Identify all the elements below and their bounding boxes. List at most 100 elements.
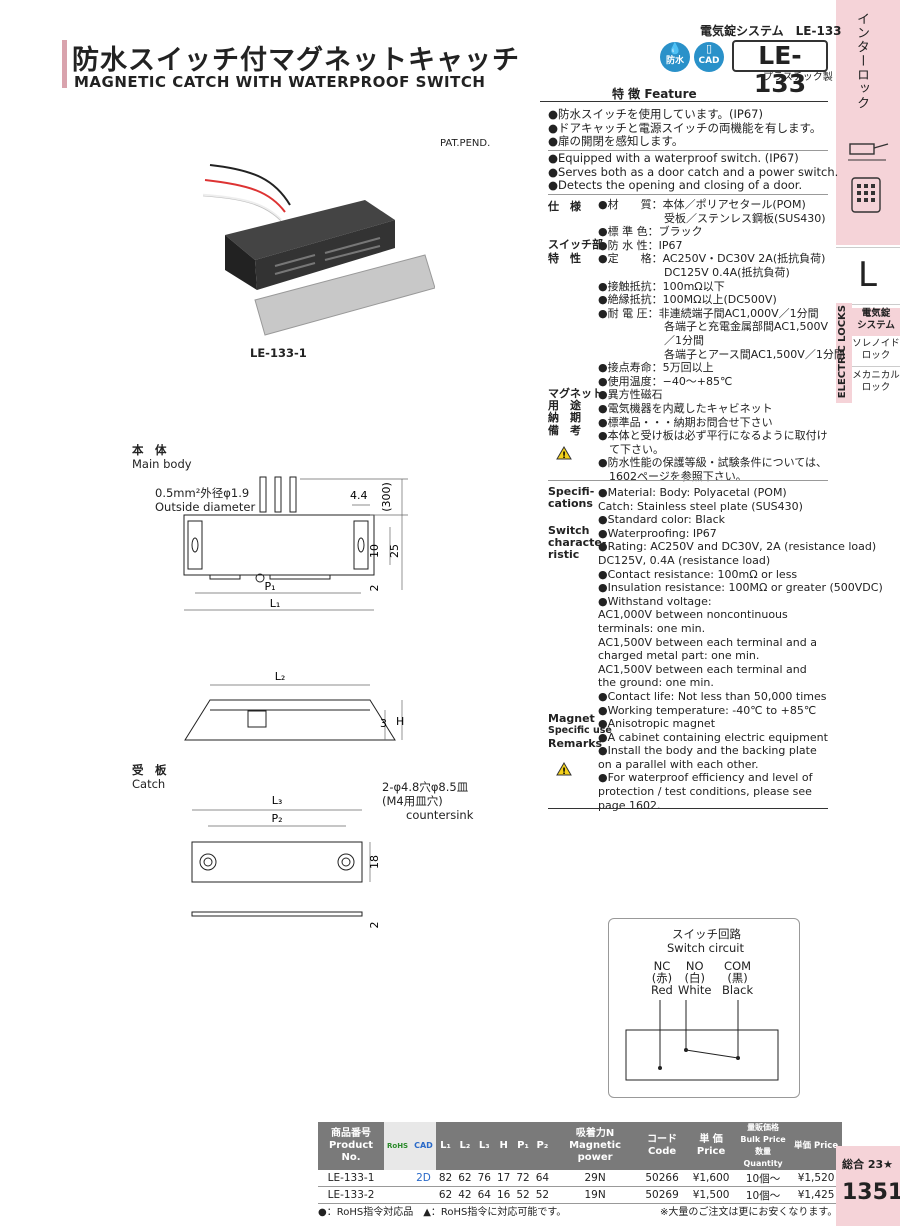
dim-L3: L₃ (272, 794, 283, 807)
table-cell: ¥1,520 (790, 1170, 843, 1187)
feature-rule (540, 101, 828, 102)
table-cell: ¥1,500 (686, 1186, 737, 1204)
switch-circuit-diagram (625, 1000, 779, 1081)
spec-jp-line: DC125V 0.4A(抵抗負荷) (598, 265, 790, 279)
spec-en-line: ●Rating: AC250V and DC30V, 2A (resistanc… (598, 540, 877, 554)
spec-en-line: page 1602. (598, 798, 661, 812)
switch-label-en: Switch characte- ristic (548, 524, 607, 561)
title-accent-bar (62, 40, 67, 88)
magnet-label-en: Magnet (548, 712, 595, 725)
features-en: ●Equipped with a waterproof switch. (IP6… (548, 151, 839, 193)
sidebar-letter: L (858, 255, 877, 295)
col-product-no: 商品番号 Product No. (318, 1122, 384, 1170)
section-index: 総合 23★ (842, 1158, 893, 1171)
terminal-nc: NC(赤)Red (651, 959, 673, 997)
spec-en-line: ●Insulation resistance: 100MΩ or greater… (598, 581, 883, 595)
feature-en-2: ●Serves both as a door catch and a power… (548, 164, 839, 179)
photo-caption: LE-133-1 (250, 346, 307, 360)
sidebar-item-solenoid-lock[interactable]: ソレノイド ロック (852, 338, 900, 367)
side-view-drawing: L₂ 3 H (184, 670, 404, 741)
spec-en-line: ●Withstand voltage: (598, 594, 712, 608)
spec-en-line: ●Contact resistance: 100mΩ or less (598, 567, 798, 581)
dim-18: 18 (368, 855, 381, 869)
col-bulk-qty: 量販価格 Bulk Price 数量 Quantity (736, 1122, 791, 1170)
waterproof-badge: 💧 防水 (660, 42, 690, 72)
main-body-label-jp: 本 体 (132, 443, 167, 457)
table-cell: 52 (532, 1186, 553, 1204)
dim-P2: P₂ (271, 812, 282, 825)
spec-en-line: AC1,000V between noncontinuous (598, 608, 788, 622)
keypad-icon (851, 177, 881, 213)
spec-en-line: ●For waterproof efficiency and level of (598, 771, 813, 785)
rule-4 (548, 808, 828, 809)
table-cell: 50269 (638, 1186, 687, 1204)
rule-2 (548, 194, 828, 195)
table-cell: 2D (411, 1170, 436, 1187)
main-body-label-en: Main body (132, 457, 192, 471)
dim-H: H (396, 715, 404, 728)
page-title: 防水スイッチ付マグネットキャッチ (72, 45, 520, 76)
sidebar-letter-box (836, 247, 900, 305)
feature-en-1: ●Equipped with a waterproof switch. (IP6… (548, 151, 799, 165)
spec-jp-line: ●本体と受け板は必ず平行になるように取付け (598, 429, 828, 443)
dim-2b: 2 (368, 922, 381, 929)
sidebar-item-electric-lock-system[interactable]: 電気錠 システム (852, 308, 900, 336)
model-material: プラスチック製 (763, 72, 833, 83)
magnet-label-jp: マグネット (548, 387, 603, 400)
terminal-com: COM(黒)Black (722, 959, 754, 997)
sidebar-item-mechanical-lock[interactable]: メカニカル ロック (852, 370, 900, 393)
use-label-en: Specific use (548, 725, 612, 736)
feature-jp-3: ●扉の開閉を感知します。 (548, 134, 684, 149)
bulk-note: ※大量のご注文は更にお安くなります。 (660, 1207, 838, 1218)
spec-jp-line: ●使用温度：−40〜+85℃ (598, 374, 733, 388)
hole-note: 2-φ4.8穴φ8.5皿 (382, 780, 469, 794)
col-magnetic-power: 吸着力N Magnetic power (552, 1122, 639, 1170)
dim-10: 10 (368, 544, 381, 558)
switch-icon (848, 143, 889, 161)
table-cell: 19N (552, 1186, 639, 1204)
catch-label-jp: 受 板 (132, 763, 167, 777)
spec-jp-line: ●電気機器を内蔵したキャビネット (598, 401, 773, 415)
spec-label-en: Specifi- cations (548, 485, 595, 510)
table-cell: 72 (513, 1170, 533, 1187)
switch-circuit-box (608, 918, 800, 1098)
spec-jp-line: ●標準品・・・納期お問合せ下さい (598, 415, 773, 429)
spec-jp-line: ●防水性能の保護等級・試験条件については、 (598, 456, 828, 470)
svg-text:!: ! (562, 451, 566, 460)
spec-en-line: ●A cabinet containing electric equipment (598, 730, 828, 744)
product-table: 商品番号 Product No. RoHS CAD L₁ L₂ L₃ H P₁ … (318, 1122, 843, 1204)
table-cell (384, 1170, 412, 1187)
spec-en-line: ●Material: Body: Polyacetal (POM) (598, 486, 787, 499)
countersink-note: countersink (406, 808, 474, 822)
col-price: 単 価 Price (686, 1122, 737, 1170)
table-cell: 82 (435, 1170, 456, 1187)
series-label: 電気錠システム LE-133 (700, 24, 842, 38)
col-l1: L₁ (435, 1122, 456, 1170)
spec-jp-line: ●耐 電 圧：非連続端子間AC1,000V／1分間 (598, 306, 819, 320)
spec-jp-line: ●絶縁抵抗：100MΩ以上(DC500V) (598, 293, 777, 307)
spec-en-line: ●Waterproofing: IP67 (598, 526, 717, 540)
spec-en-line: DC125V, 0.4A (resistance load) (598, 553, 771, 567)
warning-icon: ! (556, 446, 572, 460)
col-p2: P₂ (532, 1122, 553, 1170)
svg-text:!: ! (562, 767, 566, 776)
hole-note-2: (M4用皿穴) (382, 794, 443, 808)
col-h: H (493, 1122, 514, 1170)
cad-badge: ▯ CAD (694, 42, 724, 72)
table-cell (384, 1186, 412, 1204)
dim-2: 2 (368, 585, 381, 592)
circuit-title-en: Switch circuit (667, 941, 744, 955)
table-cell: 50266 (638, 1170, 687, 1187)
col-p1: P₁ (513, 1122, 533, 1170)
dim-3: 3 (380, 717, 387, 730)
remarks-label-en: Remarks (548, 737, 603, 750)
rule-1 (548, 150, 828, 151)
main-body-drawing: (300) 4.4 10 25 2 P₁ L₁ (183, 476, 408, 611)
spec-en-line: ●Contact life: Not less than 50,000 time… (598, 689, 827, 703)
col-bulk-price: 単価 Price (790, 1122, 843, 1170)
model-number: LE-133 (732, 40, 828, 98)
feature-jp-2: ●ドアキャッチと電源スイッチの両機能を有します。 (548, 120, 822, 135)
spec-jp-line: ●接触抵抗：100mΩ以下 (598, 279, 725, 293)
wire-note-en: Outside diameter (155, 500, 256, 514)
catch-label-en: Catch (132, 777, 166, 791)
